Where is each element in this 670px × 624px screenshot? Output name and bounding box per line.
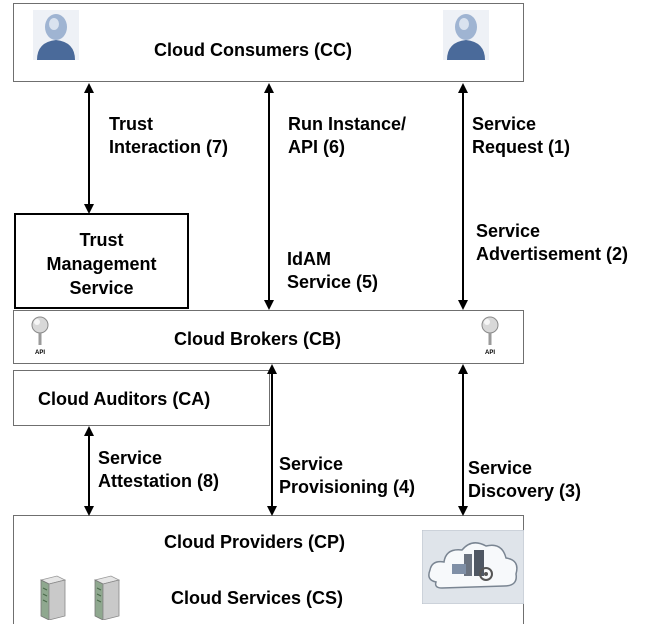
trust-label-line: Management bbox=[46, 254, 157, 274]
label-line: IdAM bbox=[287, 249, 331, 269]
trust-management-service-label: Trust Management Service bbox=[16, 228, 187, 300]
service-discovery-label: Service Discovery (3) bbox=[468, 457, 581, 503]
cloud-services-label: Cloud Services (CS) bbox=[171, 588, 344, 608]
label-line: Provisioning (4) bbox=[279, 477, 416, 497]
label-line: Service bbox=[472, 114, 537, 134]
api-label: API bbox=[485, 350, 495, 356]
user-icon bbox=[33, 10, 79, 60]
label-line: Trust bbox=[109, 114, 154, 134]
api-pin-icon: API bbox=[478, 316, 502, 358]
service-attestation-label: Service Attestation (8) bbox=[98, 447, 219, 493]
label-line: Service bbox=[468, 458, 533, 478]
trust-interaction-label: Trust Interaction (7) bbox=[109, 113, 228, 159]
service-advertisement-label: Service Advertisement (2) bbox=[476, 220, 628, 266]
cloud-providers-label: Cloud Providers (CP) bbox=[164, 532, 346, 552]
label-line: Service bbox=[98, 448, 163, 468]
api-pin-icon: API bbox=[28, 316, 52, 358]
label-line: Run Instance/ bbox=[288, 114, 407, 134]
label-line: Advertisement (2) bbox=[476, 244, 629, 264]
trust-label-line: Trust bbox=[79, 230, 124, 250]
idam-service-label: IdAM Service (5) bbox=[287, 248, 378, 294]
label-line: Service bbox=[279, 454, 344, 474]
cloud-icon bbox=[422, 530, 524, 604]
trust-management-service-box: Trust Management Service bbox=[14, 213, 189, 309]
service-provisioning-label: Service Provisioning (4) bbox=[279, 453, 415, 499]
trust-label-line: Service bbox=[69, 278, 134, 298]
service-request-label: Service Request (1) bbox=[472, 113, 570, 159]
label-line: Service bbox=[476, 221, 541, 241]
label-line: Request (1) bbox=[472, 137, 571, 157]
label-line: Service (5) bbox=[287, 272, 379, 292]
cloud-auditors-box: Cloud Auditors (CA) bbox=[13, 370, 270, 426]
server-icon bbox=[93, 575, 121, 620]
api-label: API bbox=[35, 350, 45, 356]
cloud-consumers-box: Cloud Consumers (CC) bbox=[13, 3, 524, 82]
server-icon bbox=[39, 575, 67, 620]
cloud-brokers-label: Cloud Brokers (CB) bbox=[174, 329, 342, 349]
label-line: API (6) bbox=[288, 137, 346, 157]
label-line: Discovery (3) bbox=[468, 481, 582, 501]
cloud-brokers-box: Cloud Brokers (CB) bbox=[13, 310, 524, 364]
label-line: Attestation (8) bbox=[98, 471, 219, 491]
cloud-consumers-label: Cloud Consumers (CC) bbox=[154, 40, 352, 60]
user-icon bbox=[443, 10, 489, 60]
run-instance-label: Run Instance/ API (6) bbox=[288, 113, 406, 159]
cloud-auditors-label: Cloud Auditors (CA) bbox=[38, 389, 211, 409]
label-line: Interaction (7) bbox=[109, 137, 229, 157]
